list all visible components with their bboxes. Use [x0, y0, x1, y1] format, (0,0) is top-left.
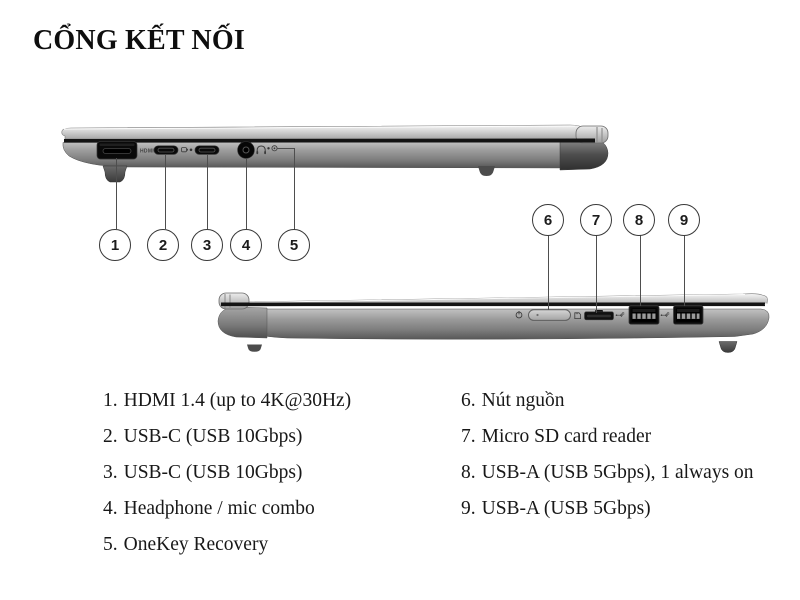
callout-2: 2 — [147, 229, 179, 261]
legend-item-3: 3. USB-C (USB 10Gbps) — [103, 462, 351, 483]
legend-item-2: 2. USB-C (USB 10Gbps) — [103, 426, 351, 447]
legend-item-number: 9. — [461, 498, 476, 519]
usb-ss-icon-2 — [660, 312, 670, 318]
hinge-cap-ridges — [596, 127, 603, 142]
power-icon — [515, 311, 523, 319]
legend-item-number: 3. — [103, 462, 118, 483]
legend-item-number: 2. — [103, 426, 118, 447]
callout-1: 1 — [99, 229, 131, 261]
legend-item-text: USB-A (USB 5Gbps), 1 always on — [481, 462, 754, 483]
legend-item-8: 8. USB-A (USB 5Gbps), 1 always on — [461, 462, 754, 483]
legend-left-column: 1. HDMI 1.4 (up to 4K@30Hz) 2. USB-C (US… — [103, 390, 351, 555]
legend-item-text: OneKey Recovery — [123, 534, 269, 555]
usb-a-port-1 — [628, 305, 660, 325]
legend-item-text: USB-C (USB 10Gbps) — [123, 462, 303, 483]
callout-7: 7 — [580, 204, 612, 236]
leader-line-5-horizontal — [277, 147, 295, 149]
usb-ss-icon-1 — [615, 312, 625, 318]
leader-line-3 — [207, 155, 209, 229]
power-led-dot — [764, 303, 768, 306]
legend-item-number: 7. — [461, 426, 476, 447]
legend-item-7: 7. Micro SD card reader — [461, 426, 754, 447]
legend-item-text: Nút nguồn — [481, 390, 565, 411]
rubber-foot — [478, 166, 495, 176]
legend-item-number: 1. — [103, 390, 118, 411]
leader-line-4 — [245, 159, 247, 229]
lid-highlight — [63, 125, 576, 130]
leader-line-9 — [684, 235, 686, 306]
page-title: CỔNG KẾT NỐI — [33, 25, 245, 56]
legend-item-text: Headphone / mic combo — [123, 498, 315, 519]
lid-body-seam — [64, 138, 595, 143]
legend-item-number: 5. — [103, 534, 118, 555]
headphone-mic-combo-jack — [237, 141, 255, 159]
laptop-hinge-back — [217, 306, 268, 339]
leader-line-6 — [548, 235, 550, 310]
leader-line-2 — [165, 155, 167, 229]
hdmi-port-label: HDMI — [140, 149, 154, 155]
usb-c-port-1 — [153, 145, 179, 155]
usb-a-port-2 — [673, 305, 704, 325]
callout-4: 4 — [230, 229, 262, 261]
legend-item-text: USB-A (USB 5Gbps) — [481, 498, 651, 519]
rubber-foot — [718, 341, 738, 353]
hinge-cap — [218, 292, 250, 310]
battery-status-icon — [181, 147, 193, 153]
leader-line-5 — [293, 147, 295, 230]
legend-item-text: USB-C (USB 10Gbps) — [123, 426, 303, 447]
legend-item-4: 4. Headphone / mic combo — [103, 498, 351, 519]
legend-item-text: Micro SD card reader — [481, 426, 652, 447]
callout-5: 5 — [278, 229, 310, 261]
callout-8: 8 — [623, 204, 655, 236]
power-button — [528, 309, 571, 321]
lid-highlight — [244, 294, 746, 303]
laptop-right-side-view — [217, 292, 770, 353]
callout-3: 3 — [191, 229, 223, 261]
laptop-left-side-view: HDMI — [61, 124, 609, 183]
legend-item-text: HDMI 1.4 (up to 4K@30Hz) — [123, 390, 352, 411]
legend-item-5: 5. OneKey Recovery — [103, 534, 351, 555]
legend-item-6: 6. Nút nguồn — [461, 390, 754, 411]
callout-6: 6 — [532, 204, 564, 236]
leader-line-1 — [116, 158, 118, 229]
pinhole-led-dot — [267, 147, 270, 150]
rubber-foot — [102, 165, 128, 183]
rubber-foot — [247, 344, 262, 352]
laptop-hinge-back — [559, 138, 609, 171]
legend-right-column: 6. Nút nguồn 7. Micro SD card reader 8. … — [461, 390, 754, 519]
legend-item-number: 6. — [461, 390, 476, 411]
leader-line-7 — [596, 235, 598, 313]
sd-card-icon — [574, 312, 581, 319]
headphone-icon — [256, 145, 266, 155]
legend-item-number: 4. — [103, 498, 118, 519]
legend-item-1: 1. HDMI 1.4 (up to 4K@30Hz) — [103, 390, 351, 411]
laptop-base — [62, 141, 576, 169]
micro-sd-slot — [584, 310, 614, 321]
hdmi-port — [96, 141, 138, 160]
usb-c-port-2 — [194, 145, 220, 155]
leader-line-8 — [639, 235, 641, 306]
legend-item-number: 8. — [461, 462, 476, 483]
lid-body-seam — [221, 302, 765, 307]
legend-item-9: 9. USB-A (USB 5Gbps) — [461, 498, 754, 519]
callout-9: 9 — [668, 204, 700, 236]
